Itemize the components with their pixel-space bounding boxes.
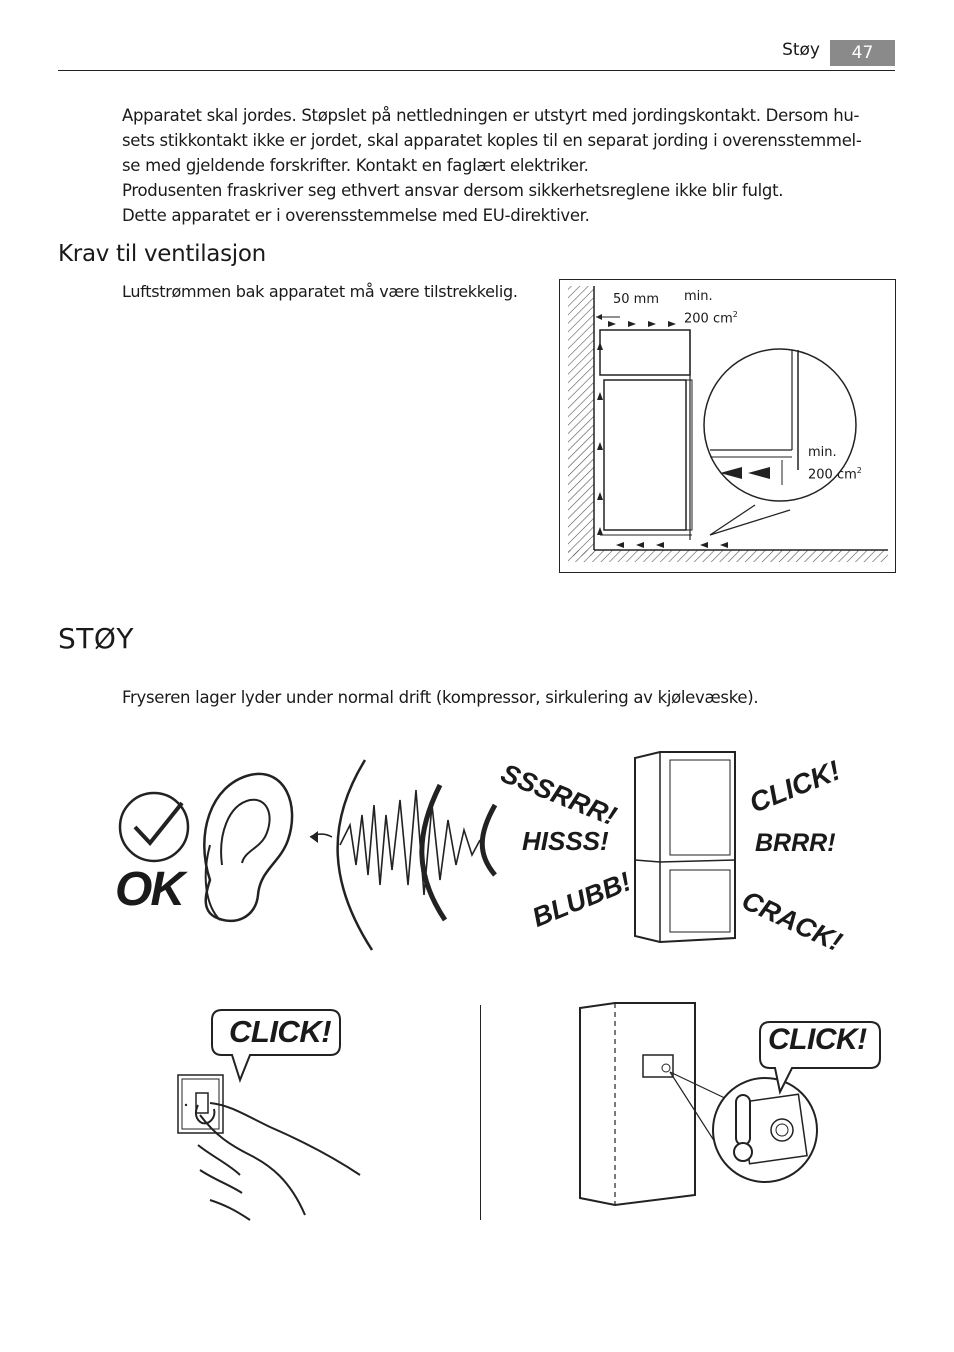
illustration-divider xyxy=(480,1005,481,1220)
freezer-illustration xyxy=(579,1002,881,1207)
speech-bubble xyxy=(759,1021,881,1096)
detail-airflow-arrows xyxy=(720,467,770,479)
label-top-area: 200 cm2 xyxy=(684,310,738,327)
ventilation-heading: Krav til ventilasjon xyxy=(58,241,266,267)
page-number: 47 xyxy=(830,40,895,66)
header-section-title: Støy xyxy=(782,40,820,60)
ventilation-figure: 50 mm min. 200 cm2 min. 200 cm2 xyxy=(559,279,896,573)
click-thermostat-label: CLICK! xyxy=(768,1023,867,1056)
label-50mm: 50 mm xyxy=(613,292,660,307)
noise-word-brrr: BRRR! xyxy=(755,829,836,857)
detail-magnifier xyxy=(703,348,857,502)
upper-cabinet xyxy=(599,329,691,376)
noise-word-crack: CRACK! xyxy=(737,885,847,958)
noise-word-hisss: HISSS! xyxy=(522,826,609,856)
label-top-min: min. xyxy=(684,289,713,304)
fridge-illustration xyxy=(634,751,736,944)
intro-line-2: sets stikkontakt ikke er jordet, skal ap… xyxy=(122,131,862,150)
ok-label: OK xyxy=(115,863,185,916)
ear-icon xyxy=(203,772,294,923)
check-circle-icon xyxy=(118,791,190,863)
noise-word-sssrrr: SSSRRR! xyxy=(496,758,621,832)
noise-text: Fryseren lager lyder under normal drift … xyxy=(122,688,759,707)
appliance-body xyxy=(603,379,687,531)
bottom-airflow-arrows xyxy=(616,542,728,548)
header-divider xyxy=(58,70,895,71)
label-bottom-min: min. xyxy=(808,445,837,460)
thermostat-small xyxy=(642,1054,674,1078)
dial-icon xyxy=(770,1118,794,1142)
intro-line-1: Apparatet skal jordes. Støpslet på nettl… xyxy=(122,106,860,125)
noise-word-click: CLICK! xyxy=(745,754,845,819)
rear-airflow-arrows xyxy=(597,342,603,535)
ear-illustration xyxy=(118,759,498,951)
label-bottom-area: 200 cm2 xyxy=(808,466,862,483)
noise-word-blubb: BLUBB! xyxy=(528,866,636,933)
switch-illustration xyxy=(177,1009,361,1221)
speech-bubble xyxy=(211,1009,341,1083)
ventilation-text: Luftstrømmen bak apparatet må være tilst… xyxy=(122,282,518,301)
top-airflow-arrows xyxy=(608,321,676,327)
intro-line-5: Dette apparatet er i overensstemmelse me… xyxy=(122,206,590,225)
noise-heading: STØY xyxy=(58,622,135,655)
thermometer-icon xyxy=(735,1094,751,1146)
intro-paragraph: Apparatet skal jordes. Støpslet på nettl… xyxy=(122,103,897,228)
click-switch-label: CLICK! xyxy=(229,1014,332,1049)
floor-hatch xyxy=(568,550,888,562)
wall-hatch xyxy=(568,286,594,556)
hand-icon xyxy=(197,1102,361,1221)
ventilation-diagram xyxy=(568,286,888,562)
intro-line-4: Produsenten fraskriver seg ethvert ansva… xyxy=(122,181,784,200)
intro-line-3: se med gjeldende forskrifter. Kontakt en… xyxy=(122,156,589,175)
